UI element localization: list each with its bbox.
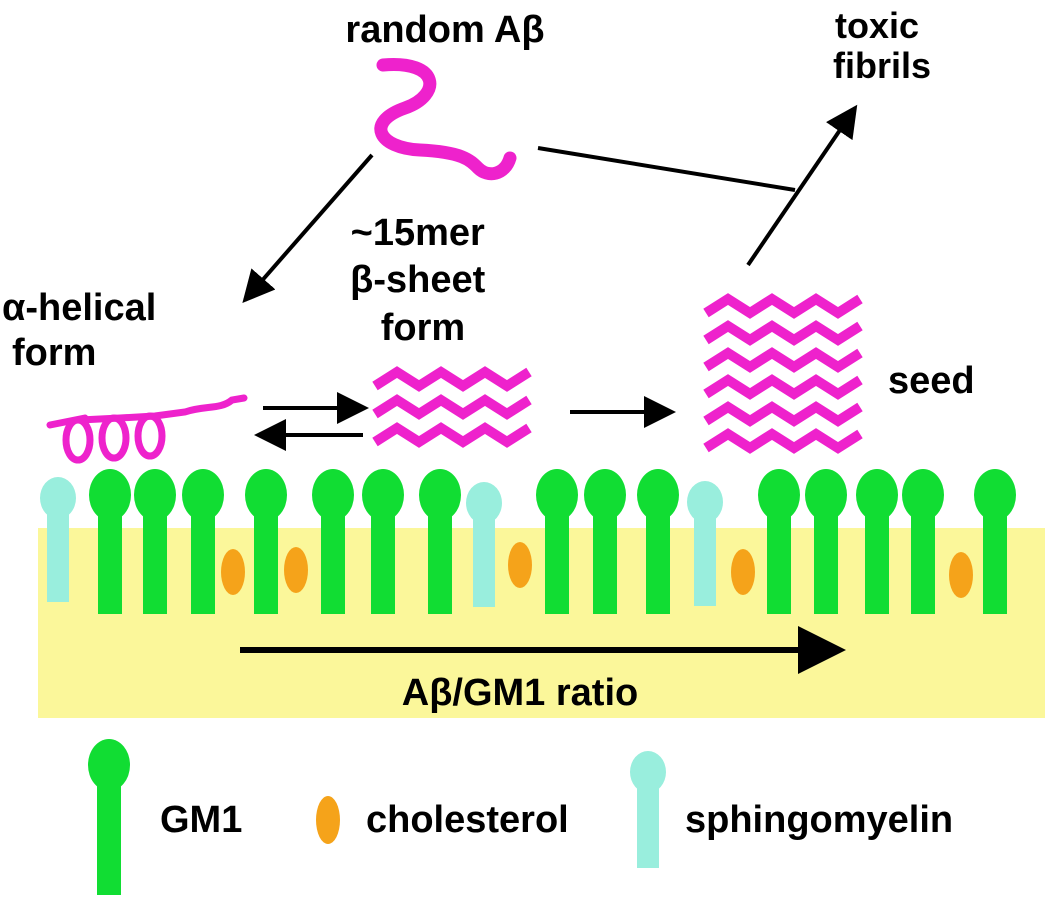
seed-label: seed [888,360,975,402]
legend-sphingomyelin-icon [630,751,666,868]
mer-label-line2: β-sheet [350,259,485,301]
mer-label-line3: form [381,307,465,349]
legend-gm1-icon [88,739,130,895]
alpha-label-line1: α-helical [2,287,156,329]
legend-cholesterol-icon [316,796,340,844]
toxic-label-line1: toxic [835,5,919,46]
legend-sphingomyelin-label: sphingomyelin [685,799,953,841]
beta-sheet-label: ~15mer β-sheet form [350,212,496,349]
beta-sheet-peptides [375,372,529,442]
random-abeta-label: random Aβ [345,9,544,51]
legend: GM1 cholesterol sphingomyelin [88,739,953,895]
arrow-seed-to-fibrils [746,104,858,267]
arrow-random-to-helical [242,153,374,304]
alpha-label-line2: form [12,332,96,374]
ratio-label: Aβ/GM1 ratio [402,672,638,714]
alpha-helix-peptide [46,394,248,464]
seed-peptides [706,299,860,448]
toxic-fibrils-label: toxic fibrils [833,5,931,86]
cholesterol-molecule [731,549,755,595]
cholesterol-molecule [508,542,532,588]
cholesterol-molecule [949,552,973,598]
random-abeta-coil [374,58,517,181]
legend-gm1-label: GM1 [160,799,242,841]
legend-cholesterol-label: cholesterol [366,799,569,841]
alpha-helical-label: α-helical form [2,287,167,374]
cholesterol-molecule [221,549,245,595]
cholesterol-molecule [284,547,308,593]
line-random-to-fibril-path [537,146,796,192]
toxic-label-line2: fibrils [833,45,931,86]
mer-label-line1: ~15mer [351,212,485,254]
